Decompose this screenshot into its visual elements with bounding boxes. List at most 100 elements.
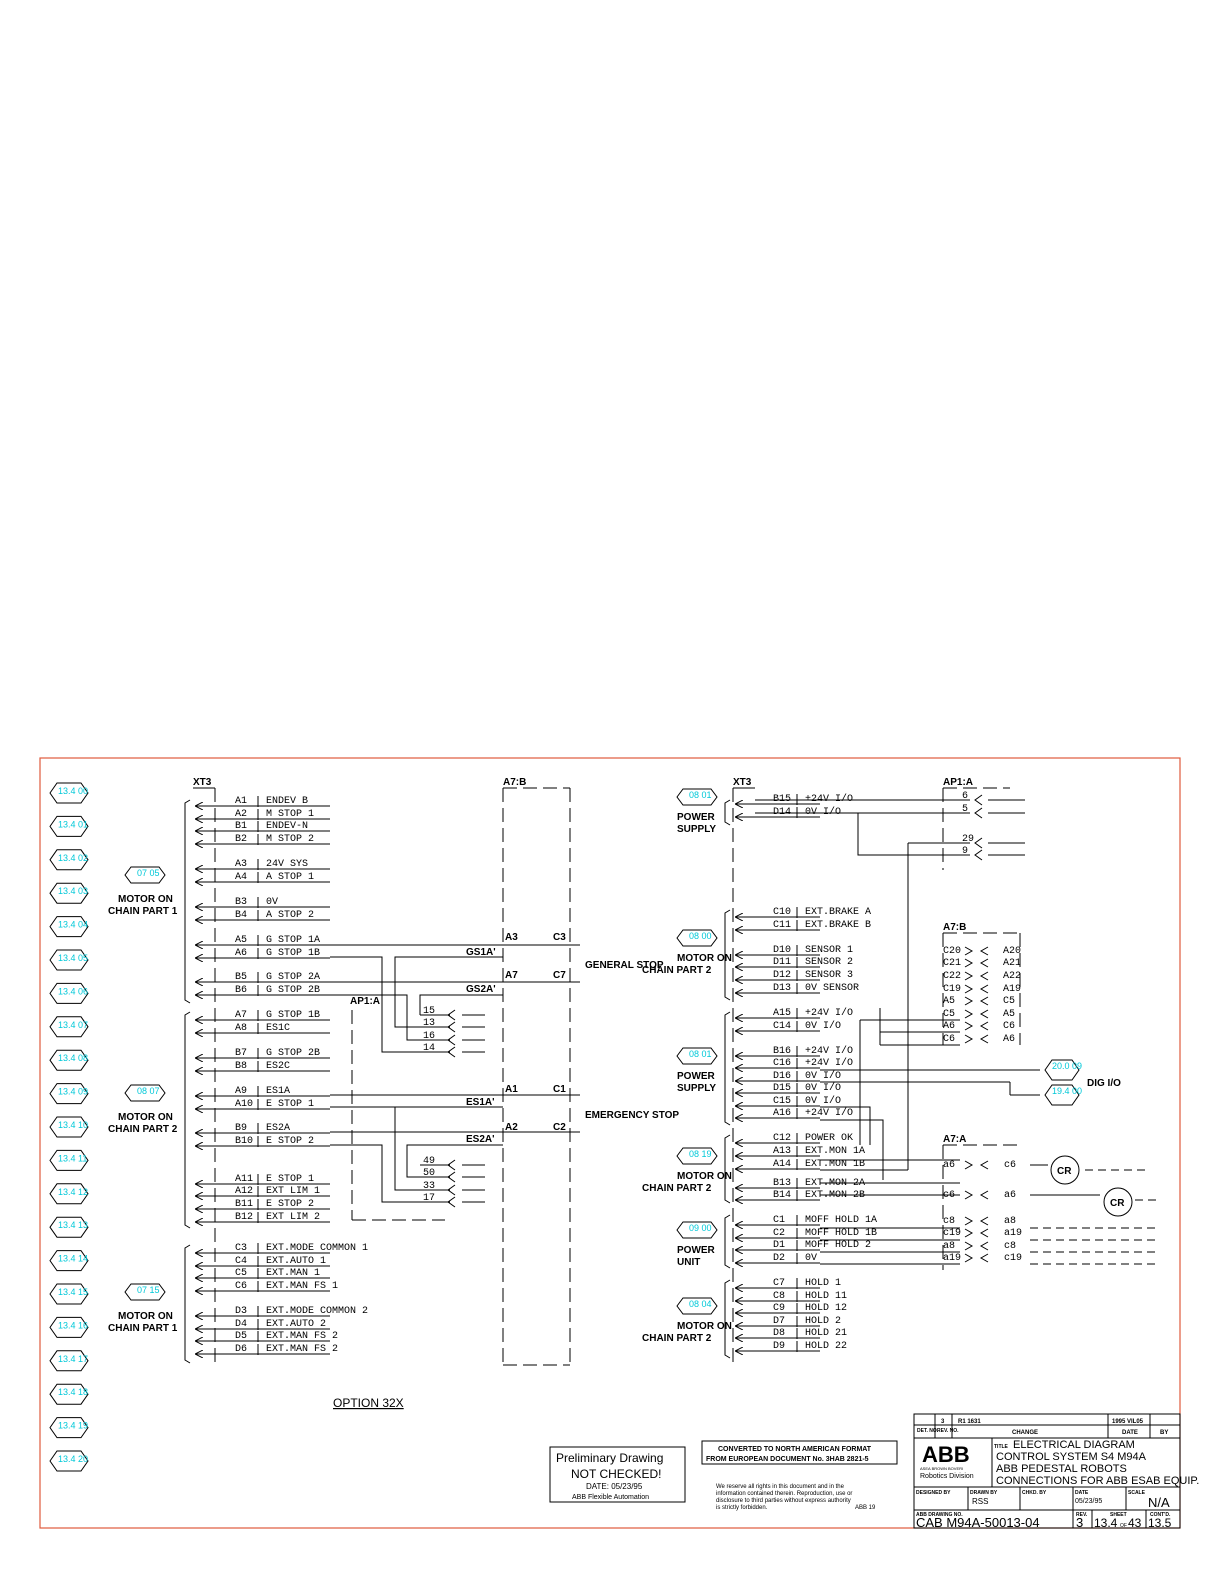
ref-label: 13.4 10 — [58, 1120, 88, 1130]
ap1a-pin: 9 — [960, 846, 1025, 861]
terminal-label: D12 — [773, 970, 791, 981]
svg-text:ABB PEDESTAL ROBOTS: ABB PEDESTAL ROBOTS — [996, 1463, 1127, 1475]
signal-label: HOLD 21 — [805, 1328, 847, 1339]
svg-text:ASEA BROWN BOVERI: ASEA BROWN BOVERI — [920, 1466, 963, 1471]
svg-text:CR: CR — [1057, 1166, 1072, 1177]
svg-text:information contained therein.: information contained therein. Reproduct… — [716, 1491, 852, 1497]
svg-text:C3: C3 — [553, 932, 566, 943]
ref-label: 13.4 03 — [58, 886, 88, 896]
terminal-label: C12 — [773, 1133, 791, 1144]
signal-label: M STOP 2 — [266, 834, 314, 845]
svg-text:CONT'D.: CONT'D. — [1150, 1512, 1171, 1518]
svg-text:ES1A': ES1A' — [466, 1097, 495, 1108]
signal-row: B1 ENDEV-N — [195, 821, 330, 832]
ref-hexagon: 13.4 10 — [49, 1116, 89, 1138]
terminal-label: B10 — [235, 1136, 253, 1147]
svg-text:REV. NO.: REV. NO. — [937, 1428, 959, 1434]
svg-text:DIG I/O: DIG I/O — [1087, 1078, 1121, 1089]
signal-label: G STOP 1B — [266, 948, 320, 959]
svg-text:19.4 00: 19.4 00 — [1052, 1086, 1082, 1096]
ref-hexagon: 13.4 01 — [49, 815, 89, 837]
svg-text:DATE: DATE — [1075, 1490, 1089, 1496]
terminal-label: C9 — [773, 1303, 785, 1314]
signal-label: EXT.MON 2B — [805, 1190, 865, 1201]
pin-label: c19 — [1004, 1253, 1022, 1264]
group-label-2: CHAIN PART 2 — [642, 965, 712, 976]
pin-label: 9 — [962, 846, 968, 857]
pin-label: C5 — [1003, 996, 1015, 1007]
signal-label: EXT.BRAKE A — [805, 907, 871, 918]
pin-label: c8 — [943, 1216, 955, 1227]
signal-label: EXT LIM 1 — [266, 1186, 320, 1197]
terminal-label: D4 — [235, 1319, 247, 1330]
group-label-2: UNIT — [677, 1257, 700, 1268]
ref-hexagon: 13.4 07 — [49, 1016, 89, 1038]
terminal-label: B1 — [235, 821, 247, 832]
svg-text:SHEET: SHEET — [1110, 1512, 1127, 1518]
ref-label: 13.4 02 — [58, 853, 88, 863]
signal-label: G STOP 1B — [266, 1010, 320, 1021]
group-label-2: SUPPLY — [677, 1083, 716, 1094]
pin-label: A5 — [943, 996, 955, 1007]
terminal-label: C3 — [235, 1243, 247, 1254]
group-label-1: MOTOR ON — [118, 1112, 173, 1123]
signal-label: 0V — [805, 1253, 817, 1264]
svg-text:ABB: ABB — [922, 1442, 970, 1467]
svg-text:FROM EUROPEAN DOCUMENT No. 3HA: FROM EUROPEAN DOCUMENT No. 3HAB 2821-5 — [706, 1456, 869, 1463]
pin-label: c8 — [1004, 1241, 1016, 1252]
terminal-label: B13 — [773, 1178, 791, 1189]
svg-text:13.4: 13.4 — [1094, 1516, 1118, 1530]
terminal-label: B12 — [235, 1212, 253, 1223]
signal-label: ENDEV-N — [266, 821, 308, 832]
svg-text:CHANGE: CHANGE — [1012, 1430, 1038, 1436]
ap-pin-label: 50 — [423, 1168, 435, 1179]
ref-hexagon: 13.4 06 — [49, 982, 89, 1004]
svg-text:N/A: N/A — [1148, 1495, 1170, 1510]
signal-label: SENSOR 3 — [805, 970, 853, 981]
converted-note: CONVERTED TO NORTH AMERICAN FORMAT FROM … — [701, 1440, 898, 1465]
terminal-label: A11 — [235, 1174, 253, 1185]
svg-text:C7: C7 — [553, 970, 566, 981]
signal-label: HOLD 12 — [805, 1303, 847, 1314]
group-label-2: CHAIN PART 2 — [642, 1333, 712, 1344]
terminal-label: A14 — [773, 1159, 791, 1170]
svg-text:CHKD. BY: CHKD. BY — [1022, 1490, 1047, 1496]
group-label-1: MOTOR ON — [677, 1171, 732, 1182]
ap-pin-label: 15 — [423, 1006, 435, 1017]
ref-label: 13.4 13 — [58, 1220, 88, 1230]
terminal-label: C2 — [773, 1228, 785, 1239]
signal-label: G STOP 2B — [266, 1048, 320, 1059]
signal-label: +24V I/O — [805, 1007, 853, 1019]
signal-label: ES2A — [266, 1123, 290, 1134]
svg-text:20.0 09: 20.0 09 — [1052, 1061, 1082, 1071]
ref-hexagon: 13.4 13 — [49, 1216, 89, 1238]
preliminary-stamp: Preliminary Drawing NOT CHECKED! DATE: 0… — [549, 1446, 686, 1503]
terminal-label: C16 — [773, 1058, 791, 1069]
ap1a-pin: 29 — [960, 834, 1025, 849]
signal-label: MOFF HOLD 1A — [805, 1215, 877, 1226]
svg-text:DET. NO.: DET. NO. — [917, 1428, 939, 1434]
pin-label: 29 — [962, 834, 974, 845]
terminal-label: D14 — [773, 807, 791, 818]
a7b-pin: A5 C5 — [943, 996, 1015, 1007]
